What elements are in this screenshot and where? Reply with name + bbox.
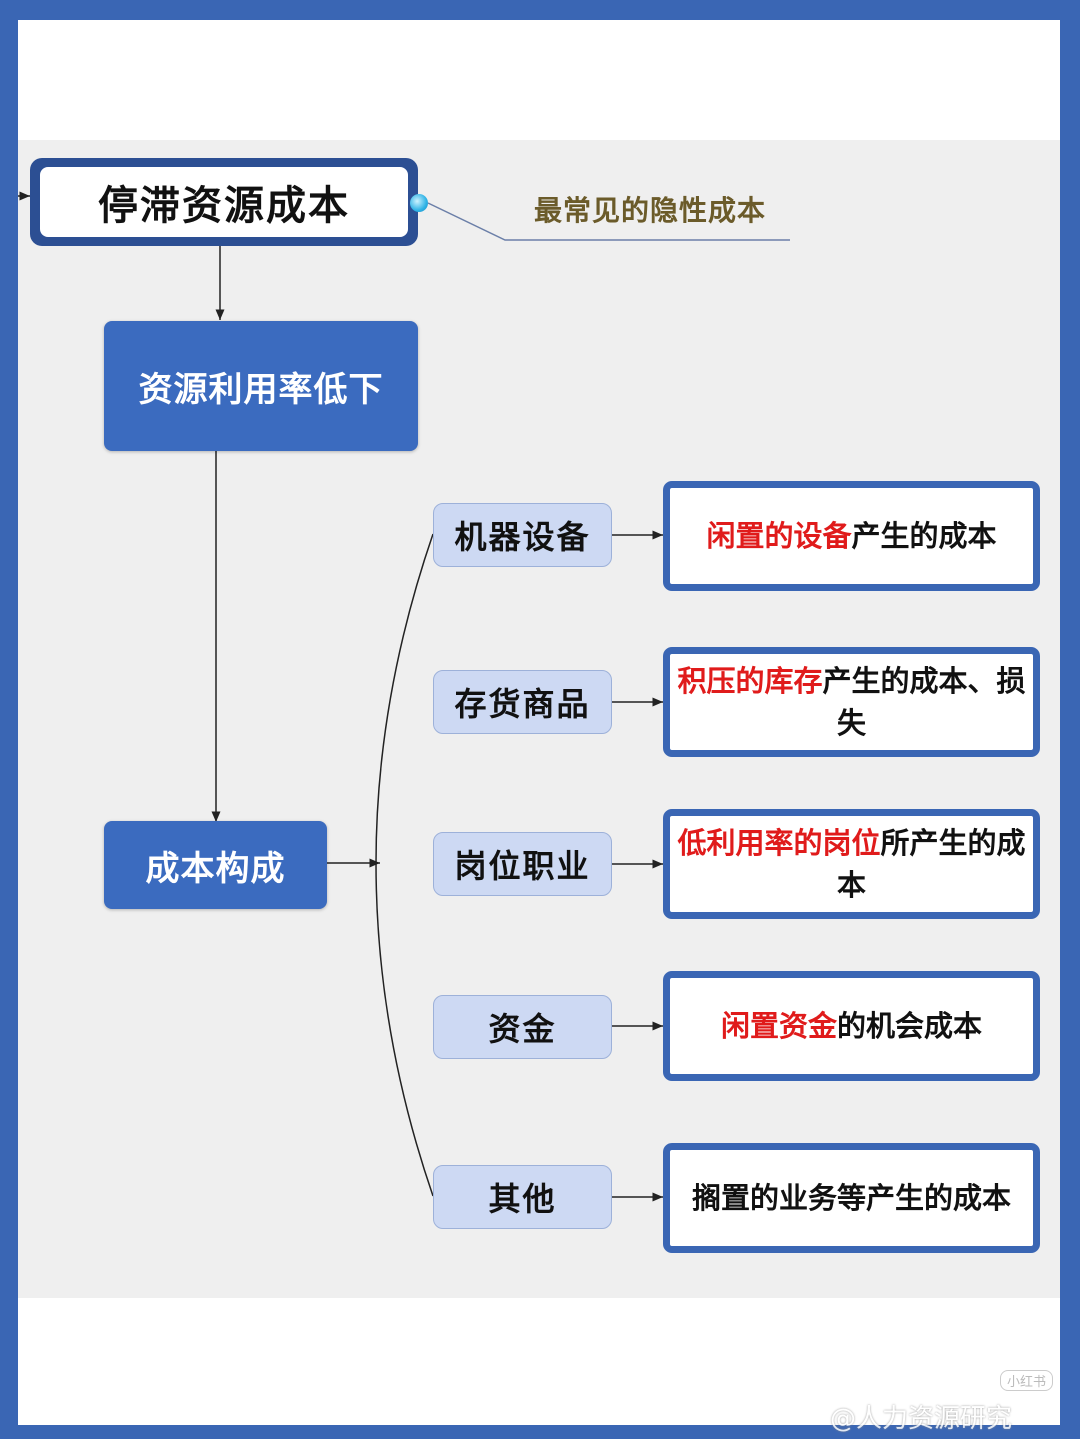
result-rest: 搁置的业务等产生的成本 <box>691 1181 1011 1215</box>
result-node: 闲置资金的机会成本 <box>663 971 1040 1081</box>
category-node: 机器设备 <box>433 503 612 567</box>
level2-node: 成本构成 <box>104 821 327 909</box>
result-rest: 产生的成本 <box>851 519 997 553</box>
level2-label: 成本构成 <box>145 848 286 889</box>
category-node: 资金 <box>433 995 612 1059</box>
category-label: 其他 <box>488 1180 557 1218</box>
result-text: 积压的库存产生的成本、损失 <box>674 660 1029 744</box>
note-connector-dot <box>410 194 428 212</box>
category-label: 存货商品 <box>454 685 591 723</box>
result-node: 搁置的业务等产生的成本 <box>663 1143 1040 1253</box>
result-highlight: 低利用率的岗位 <box>677 826 881 860</box>
result-highlight: 积压的库存 <box>677 664 823 698</box>
result-rest: 所产生的成本 <box>836 826 1026 902</box>
watermark-badge: 小红书 <box>1000 1370 1054 1391</box>
result-text: 搁置的业务等产生的成本 <box>692 1177 1011 1219</box>
result-node: 低利用率的岗位所产生的成本 <box>663 809 1040 919</box>
result-text: 闲置的设备产生的成本 <box>706 515 996 557</box>
result-rest: 产生的成本、损失 <box>822 664 1026 740</box>
root-title: 停滞资源成本 <box>40 167 408 237</box>
level1-node: 资源利用率低下 <box>104 321 418 451</box>
result-node: 闲置的设备产生的成本 <box>663 481 1040 591</box>
level1-label: 资源利用率低下 <box>138 369 384 410</box>
category-node: 岗位职业 <box>433 832 612 896</box>
category-node: 其他 <box>433 1165 612 1229</box>
category-label: 资金 <box>488 1010 557 1048</box>
result-rest: 的机会成本 <box>837 1009 983 1043</box>
category-node: 存货商品 <box>433 670 612 734</box>
result-highlight: 闲置的设备 <box>706 519 852 553</box>
result-node: 积压的库存产生的成本、损失 <box>663 647 1040 757</box>
result-highlight: 闲置资金 <box>720 1009 837 1043</box>
root-node: 停滞资源成本 <box>30 158 418 246</box>
category-label: 机器设备 <box>454 518 591 556</box>
root-note: 最常见的隐性成本 <box>533 194 766 227</box>
watermark-text: @人力资源研究 <box>830 1404 1013 1434</box>
result-text: 闲置资金的机会成本 <box>721 1005 982 1047</box>
category-label: 岗位职业 <box>454 847 591 885</box>
result-text: 低利用率的岗位所产生的成本 <box>674 822 1029 906</box>
